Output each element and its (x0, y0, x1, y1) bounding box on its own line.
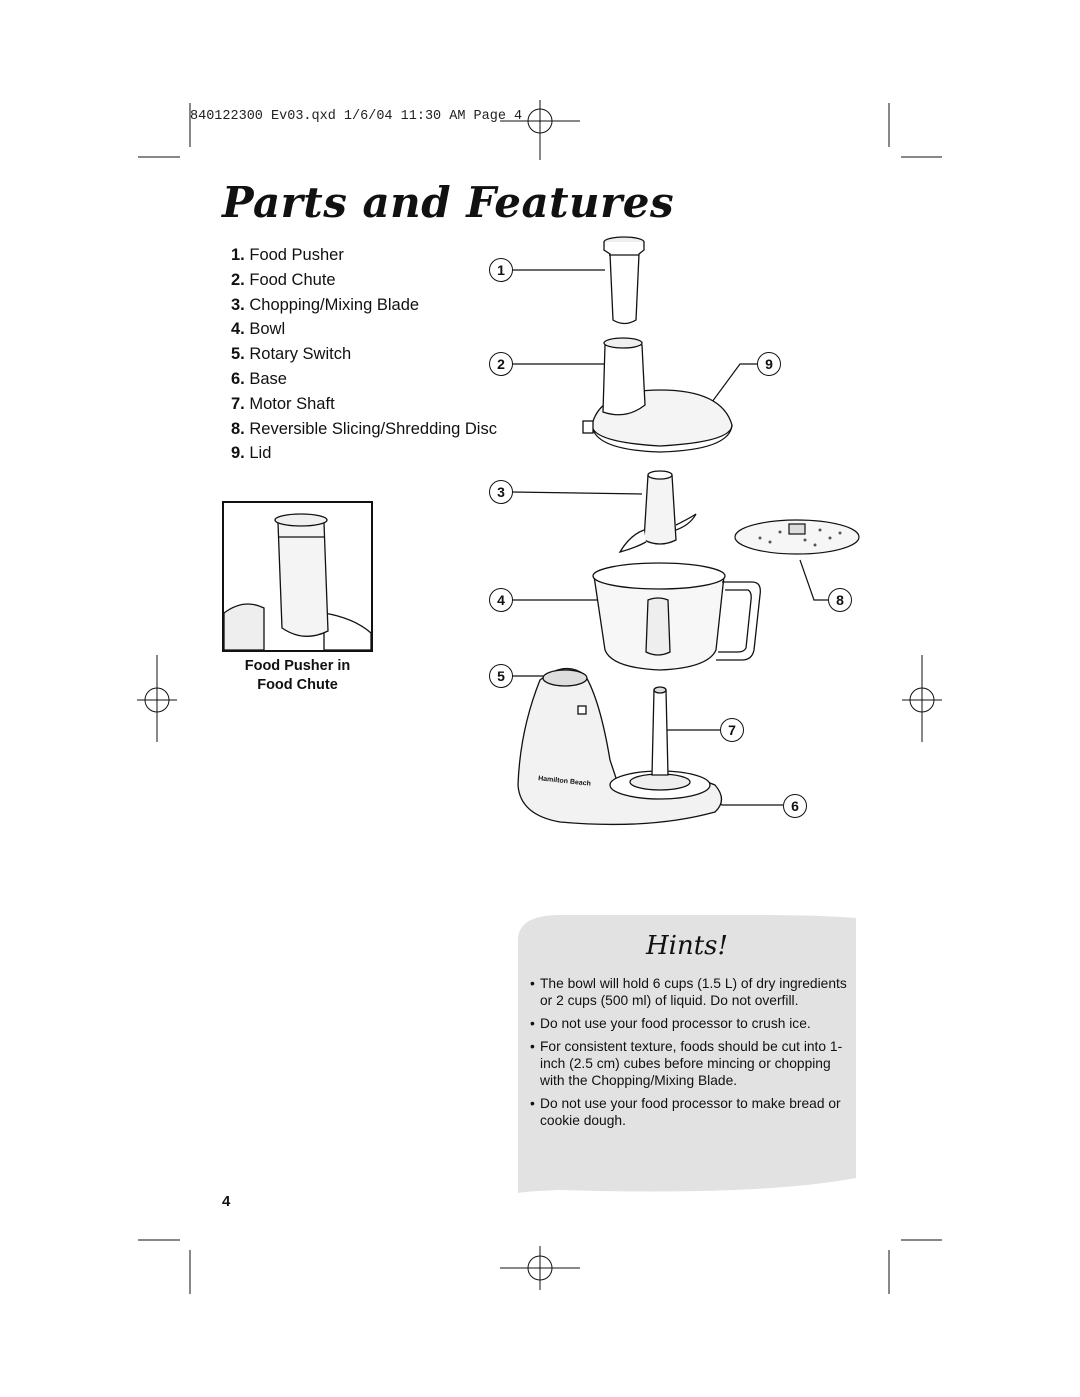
hints-list: The bowl will hold 6 cups (1.5 L) of dry… (530, 975, 848, 1135)
registration-mark-right (902, 655, 942, 742)
disc-drawing (734, 519, 860, 555)
lid-drawing (582, 337, 733, 453)
parts-list-item: 3. Chopping/Mixing Blade (231, 295, 420, 314)
callout-9: 9 (757, 352, 781, 376)
registration-mark-left (137, 655, 177, 742)
callout-7: 7 (720, 718, 744, 742)
parts-list-item: 9. Lid (231, 444, 272, 463)
parts-list: 1. Food Pusher 2. Food Chute 3. Chopping… (231, 243, 497, 466)
registration-mark-bottom (500, 1246, 580, 1290)
inset-caption-line-2: Food Chute (257, 677, 338, 693)
inset-caption-line-1: Food Pusher in (244, 658, 351, 674)
callout-2: 2 (489, 352, 513, 376)
parts-list-item: 7. Motor Shaft (231, 394, 335, 413)
parts-list-item: 8. Reversible Slicing/Shredding Disc (231, 419, 497, 438)
hint-item: Do not use your food processor to make b… (530, 1095, 848, 1129)
parts-list-item: 2. Food Chute (231, 270, 336, 289)
print-slug-line: 840122300 Ev03.qxd 1/6/04 11:30 AM Page … (190, 109, 523, 124)
hint-item: For consistent texture, foods should be … (530, 1038, 848, 1089)
base-drawing (517, 668, 723, 826)
bowl-drawing (592, 562, 761, 671)
parts-list-item: 5. Rotary Switch (231, 345, 352, 364)
pusher-in-chute-illustration (224, 513, 371, 650)
registration-mark-top (500, 100, 580, 160)
parts-list-item: 4. Bowl (231, 320, 286, 339)
parts-list-item: 6. Base (231, 369, 287, 388)
inset-illustration (222, 501, 373, 652)
hints-title: Hints! (646, 931, 728, 961)
parts-list-item: 1. Food Pusher (231, 246, 344, 264)
callout-5: 5 (489, 664, 513, 688)
hint-item: Do not use your food processor to crush … (530, 1015, 848, 1032)
inset-caption: Food Pusher in Food Chute (222, 657, 373, 695)
callout-1: 1 (489, 258, 513, 282)
callout-3: 3 (489, 480, 513, 504)
page-number: 4 (222, 1193, 231, 1210)
callout-6: 6 (783, 794, 807, 818)
blade-drawing (618, 470, 697, 554)
page-title: Parts and Features (222, 178, 675, 227)
hint-item: The bowl will hold 6 cups (1.5 L) of dry… (530, 975, 848, 1009)
callout-8: 8 (828, 588, 852, 612)
food-pusher-drawing (603, 236, 645, 325)
callout-4: 4 (489, 588, 513, 612)
